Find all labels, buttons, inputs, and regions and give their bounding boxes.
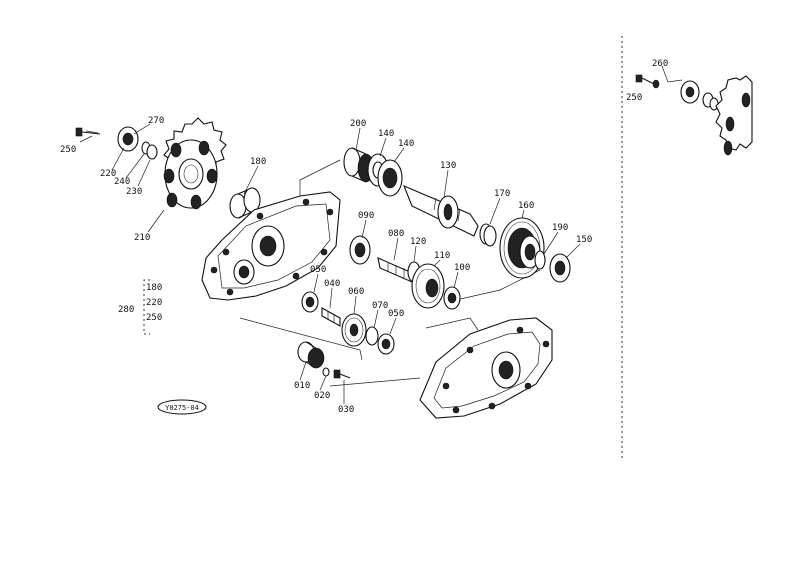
collar-170 bbox=[479, 223, 497, 247]
bearing-220 bbox=[117, 126, 139, 152]
label-170: 170 bbox=[494, 189, 510, 199]
shaft-130 bbox=[402, 184, 479, 237]
label-180: 180 bbox=[250, 157, 266, 167]
label-220: 220 bbox=[100, 169, 116, 179]
label-inset-250: 250 bbox=[626, 93, 642, 103]
diagram-code-badge bbox=[157, 399, 207, 415]
label-210: 210 bbox=[134, 233, 150, 243]
label-040: 040 bbox=[324, 279, 340, 289]
label-130: 130 bbox=[440, 161, 456, 171]
label-050a: 050 bbox=[310, 265, 326, 275]
label-100: 100 bbox=[454, 263, 470, 273]
label-160: 160 bbox=[518, 201, 534, 211]
label-200: 200 bbox=[350, 119, 366, 129]
label-060: 060 bbox=[348, 287, 364, 297]
snap-ring-230 bbox=[146, 144, 158, 160]
label-030: 030 bbox=[338, 405, 354, 415]
diagram-code: Y0275-04 bbox=[165, 404, 199, 412]
bolt-250 bbox=[75, 127, 101, 137]
label-group-280: 280 bbox=[118, 305, 134, 315]
label-inset-260: 260 bbox=[652, 59, 668, 69]
bearing-140b bbox=[377, 159, 403, 197]
gear-110 bbox=[411, 263, 445, 309]
bolt-030 bbox=[333, 369, 351, 379]
gear-160 bbox=[499, 217, 545, 279]
inset-assembly bbox=[635, 65, 753, 156]
callout-labels: 270 250 220 240 230 210 180 200 140 140 … bbox=[60, 59, 668, 415]
label-020: 020 bbox=[314, 391, 330, 401]
gear-060 bbox=[341, 313, 367, 347]
label-230: 230 bbox=[126, 187, 142, 197]
bearing-100 bbox=[443, 286, 461, 310]
label-090: 090 bbox=[358, 211, 374, 221]
label-150: 150 bbox=[576, 235, 592, 245]
label-070: 070 bbox=[372, 301, 388, 311]
bearing-050a bbox=[301, 291, 319, 313]
bearing-010 bbox=[297, 341, 325, 369]
label-140b: 140 bbox=[398, 139, 414, 149]
label-010: 010 bbox=[294, 381, 310, 391]
label-270: 270 bbox=[148, 116, 164, 126]
bearing-150 bbox=[549, 253, 571, 283]
gear-case-housing bbox=[201, 191, 341, 301]
label-group-member-2: 250 bbox=[146, 313, 162, 323]
label-120: 120 bbox=[410, 237, 426, 247]
bearing-090 bbox=[349, 235, 371, 265]
label-250: 250 bbox=[60, 145, 76, 155]
washer-020 bbox=[322, 367, 330, 377]
leader-lines bbox=[79, 123, 581, 404]
label-240: 240 bbox=[114, 177, 130, 187]
label-group-member-1: 220 bbox=[146, 298, 162, 308]
label-110: 110 bbox=[434, 251, 450, 261]
shaft-040 bbox=[321, 307, 341, 327]
shaft-080 bbox=[377, 257, 413, 283]
sprocket-210 bbox=[163, 117, 227, 210]
label-050b: 050 bbox=[388, 309, 404, 319]
label-080: 080 bbox=[388, 229, 404, 239]
gear-case-cover bbox=[419, 317, 553, 419]
label-140a: 140 bbox=[378, 129, 394, 139]
collar-070 bbox=[365, 326, 379, 346]
washer-190 bbox=[534, 250, 546, 270]
label-group-member-0: 180 bbox=[146, 283, 162, 293]
bearing-050b bbox=[377, 333, 395, 355]
label-190: 190 bbox=[552, 223, 568, 233]
